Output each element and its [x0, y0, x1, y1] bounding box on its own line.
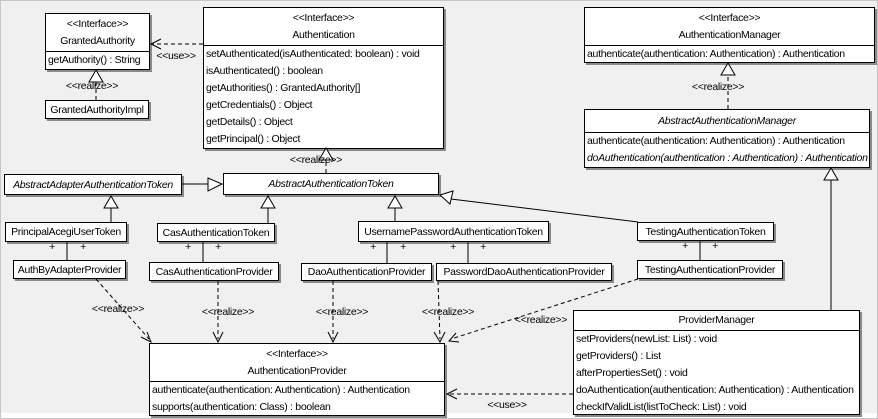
class-abstract-adapter-authentication-token: AbstractAdapterAuthenticationToken — [4, 174, 182, 195]
class-username-password-authentication-token: UsernamePasswordAuthenticationToken — [358, 221, 549, 242]
class-name: AbstractAuthenticationToken — [268, 178, 394, 190]
realize-label: <<realize>> — [315, 306, 369, 318]
class-name: AuthByAdapterProvider — [17, 263, 122, 276]
class-name: Authentication — [292, 28, 355, 41]
plus-label: + — [370, 241, 376, 253]
realize-label: <<realize>> — [91, 303, 145, 315]
class-name: DaoAuthenticationProvider — [307, 266, 426, 278]
class-name: AbstractAuthenticationManager — [658, 114, 796, 127]
class-name: ProviderManager — [678, 314, 755, 326]
method-row: getPrincipal() : Object — [206, 133, 301, 145]
method-row: getAuthority() : String — [48, 54, 141, 66]
stereotype-label: <<Interface>> — [698, 11, 761, 24]
method-row: doAuthentication(authentication: Authent… — [576, 384, 854, 396]
plus-label: + — [49, 241, 55, 253]
realize-label: <<realize>> — [421, 306, 475, 318]
use-arrow-authentication-granted-authority — [149, 38, 203, 50]
method-row: afterPropertiesSet() : void — [576, 367, 688, 379]
method-row: setAuthenticated(isAuthenticated: boolea… — [206, 48, 420, 60]
class-provider-manager: ProviderManager setProviders(newList: Li… — [573, 310, 860, 415]
class-name: AbstractAdapterAuthenticationToken — [13, 178, 173, 191]
class-authentication-provider: <<Interface>> AuthenticationProvider aut… — [149, 343, 445, 416]
class-header: <<Interface>> AuthenticationManager — [585, 8, 874, 46]
class-name: GrantedAuthority — [60, 34, 135, 47]
method-row: doAuthentication(authentication : Authen… — [587, 152, 868, 164]
realize-label: <<realize>> — [289, 154, 343, 166]
realize-label: <<realize>> — [201, 306, 255, 318]
realize-label: <<realize>> — [65, 80, 119, 92]
class-cas-authentication-provider: CasAuthenticationProvider — [149, 262, 279, 281]
generalization-testing-authentication-token — [439, 190, 639, 223]
class-header: <<Interface>> GrantedAuthority — [46, 14, 149, 52]
class-name: AuthenticationProvider — [247, 364, 347, 377]
class-auth-by-adapter-provider: AuthByAdapterProvider — [13, 260, 126, 279]
method-row: authenticate(authentication: Authenticat… — [587, 135, 845, 147]
class-name: CasAuthenticationProvider — [155, 265, 273, 278]
class-password-dao-authentication-provider: PasswordDaoAuthenticationProvider — [436, 263, 612, 281]
method-row: supports(authentication: Class) : boolea… — [152, 401, 331, 413]
class-dao-authentication-provider: DaoAuthenticationProvider — [301, 263, 432, 281]
class-granted-authority: <<Interface>> GrantedAuthority getAuthor… — [45, 13, 150, 70]
plus-label: + — [80, 241, 86, 253]
generalization-abstract-adapter-token — [182, 177, 224, 192]
use-label: <<use>> — [156, 50, 196, 62]
class-header: <<Interface>> Authentication — [204, 8, 443, 46]
method-row: getAuthorities() : GrantedAuthority[] — [206, 82, 361, 94]
class-header: AbstractAuthenticationManager — [585, 110, 869, 133]
class-name: GrantedAuthorityImpl — [50, 103, 144, 116]
class-name: TestingAuthenticationProvider — [644, 263, 776, 276]
stereotype-label: <<Interface>> — [266, 347, 328, 360]
method-row: authenticate(authentication: Authenticat… — [587, 48, 845, 60]
stereotype-label: <<Interface>> — [292, 11, 355, 24]
class-name: TestingAuthenticationToken — [645, 225, 766, 238]
class-name: CasAuthenticationToken — [162, 226, 270, 239]
method-row: getCredentials() : Object — [206, 99, 313, 111]
class-abstract-authentication-token: AbstractAuthenticationToken — [223, 173, 439, 195]
plus-label: + — [450, 241, 456, 253]
class-abstract-authentication-manager: AbstractAuthenticationManager authentica… — [584, 109, 870, 168]
generalization-principal-acegi-user-token — [103, 195, 119, 222]
class-name: UsernamePasswordAuthenticationToken — [364, 225, 543, 238]
class-name: AuthenticationManager — [678, 28, 781, 41]
method-row: setProviders(newList: List) : void — [576, 333, 717, 345]
method-row: getDetails() : Object — [206, 116, 293, 128]
generalization-cas-authentication-token — [260, 195, 276, 223]
method-row: isAuthenticated() : boolean — [206, 65, 323, 77]
plus-label: + — [682, 240, 688, 252]
plus-label: + — [215, 241, 221, 253]
generalization-username-password-token — [387, 195, 403, 221]
use-arrow-provider-manager — [445, 388, 573, 400]
class-testing-authentication-provider: TestingAuthenticationProvider — [637, 260, 783, 279]
plus-label: + — [185, 241, 191, 253]
class-header: <<Interface>> AuthenticationProvider — [150, 344, 444, 382]
method-row: getProviders() : List — [576, 350, 661, 362]
use-label: <<use>> — [487, 399, 527, 411]
plus-label: + — [480, 241, 486, 253]
plus-label: + — [400, 241, 406, 253]
generalization-provider-manager — [823, 167, 839, 310]
class-principal-acegi-user-token: PrincipalAcegiUserToken — [5, 222, 127, 242]
class-testing-authentication-token: TestingAuthenticationToken — [637, 222, 774, 241]
class-name: PasswordDaoAuthenticationProvider — [443, 266, 605, 278]
realize-label: <<realize>> — [514, 314, 568, 326]
class-name: PrincipalAcegiUserToken — [11, 226, 121, 238]
realize-label: <<realize>> — [691, 81, 745, 93]
class-cas-authentication-token: CasAuthenticationToken — [157, 223, 275, 242]
method-row: authenticate(authentication: Authenticat… — [152, 384, 410, 396]
class-granted-authority-impl: GrantedAuthorityImpl — [45, 100, 149, 119]
class-header: ProviderManager — [574, 311, 859, 331]
method-row: checkIfValidList(listToCheck: List) : vo… — [576, 401, 747, 413]
plus-label: + — [712, 240, 718, 252]
stereotype-label: <<Interface>> — [66, 17, 129, 30]
class-authentication-manager: <<Interface>> AuthenticationManager auth… — [584, 7, 875, 63]
class-authentication: <<Interface>> Authentication setAuthenti… — [203, 7, 444, 149]
